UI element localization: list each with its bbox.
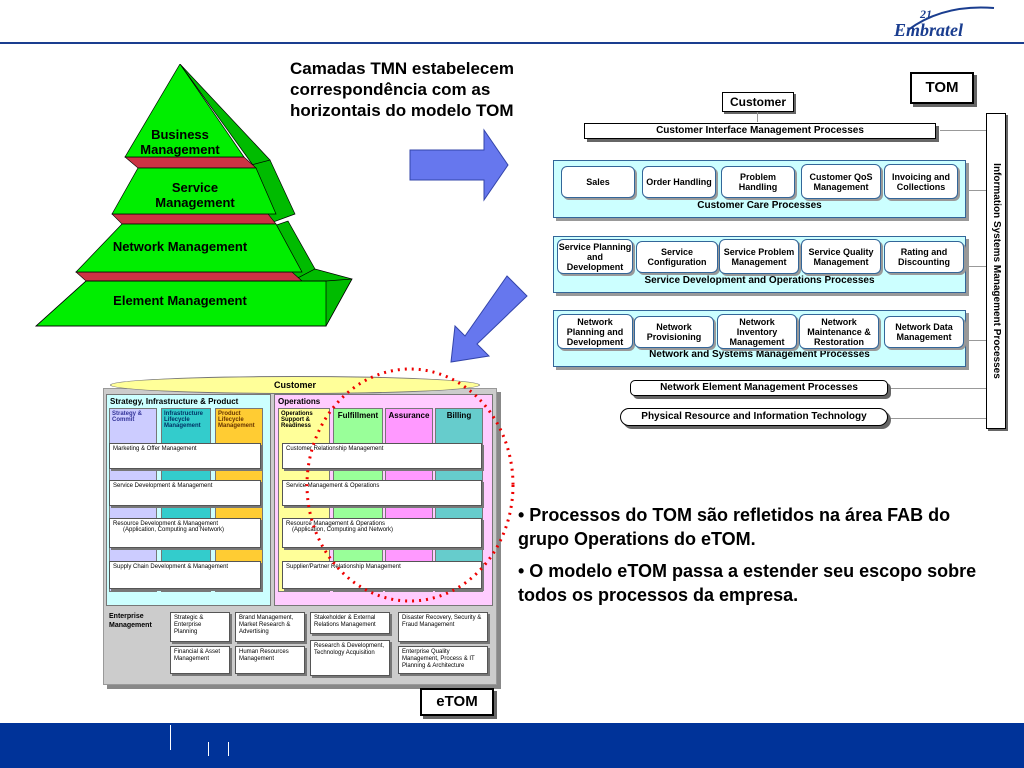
network-planning-box: Network Planning and Development (557, 314, 633, 349)
problem-handling-box: Problem Handling (721, 166, 795, 198)
footer-divider (228, 742, 229, 756)
service-configuration-box: Service Configuration (636, 241, 718, 273)
service-problem-box: Service Problem Management (719, 239, 799, 274)
svg-text:Embratel: Embratel (893, 20, 963, 40)
svg-text:21: 21 (919, 7, 932, 21)
enterprise-mgmt-title: Enterprise Management (109, 613, 152, 629)
tom-label: TOM (910, 72, 974, 104)
connector (940, 130, 986, 131)
right-arrow-icon (409, 128, 509, 202)
network-systems-label: Network and Systems Management Processes (649, 349, 870, 360)
footer-divider (170, 725, 171, 750)
network-element-bar: Network Element Management Processes (630, 380, 888, 396)
ism-bar: Information Systems Management Processes (986, 113, 1006, 429)
service-dev-ops-label: Service Development and Operations Proce… (644, 275, 875, 286)
sip-row-supply-chain: Supply Chain Development & Management (109, 561, 261, 589)
sip-row-marketing: Marketing & Offer Management (109, 443, 261, 469)
footer-divider (208, 742, 209, 756)
customer-qos-box: Customer QoS Management (801, 164, 881, 199)
header-rule (0, 42, 1024, 44)
network-provisioning-box: Network Provisioning (634, 316, 714, 348)
em-financial: Financial & Asset Management (170, 646, 230, 674)
ops-row-resource-mgmt-label: Resource Management & Operations (286, 521, 386, 527)
em-strategic-planning: Strategic & Enterprise Planning (170, 612, 230, 642)
sip-row-resource-dev-sub: (Application, Computing and Network) (123, 527, 225, 533)
connector (966, 266, 986, 267)
ops-row-crm: Customer Relationship Management (282, 443, 482, 469)
network-inventory-box: Network Inventory Management (717, 314, 797, 349)
network-data-box: Network Data Management (884, 316, 964, 348)
down-left-arrow-icon (450, 275, 528, 363)
ism-label: Information Systems Management Processes (991, 163, 1002, 379)
footer-bar (0, 723, 1024, 768)
pyramid-element-label: Element Management (113, 293, 247, 308)
network-maintenance-box: Network Maintenance & Restoration (799, 314, 879, 349)
ops-row-service-mgmt: Service Management & Operations (282, 480, 482, 506)
ops-row-resource-mgmt-sub: (Application, Computing and Network) (292, 527, 394, 533)
bullet-2: • O modelo eTOM passa a estender seu esc… (518, 561, 977, 605)
rating-box: Rating and Discounting (884, 241, 964, 273)
slide-title: Camadas TMN estabelecem correspondência … (290, 59, 514, 120)
em-human-resources: Human Resources Management (235, 646, 305, 674)
connector (888, 418, 986, 419)
em-research: Research & Development, Technology Acqui… (310, 640, 390, 676)
customer-interface-bar: Customer Interface Management Processes (584, 123, 936, 139)
etom-customer: Customer (110, 376, 480, 394)
customer-care-label: Customer Care Processes (697, 200, 822, 211)
embratel-logo: 21 Embratel (893, 6, 995, 40)
sip-title: Strategy, Infrastructure & Product (110, 397, 239, 406)
sip-row-resource-dev: Resource Development & Management (Appli… (109, 518, 261, 548)
em-enterprise-quality: Enterprise Quality Management, Process &… (398, 646, 488, 674)
tom-customer: Customer (722, 92, 794, 112)
etom-label: eTOM (420, 688, 494, 716)
connector (757, 112, 758, 122)
connector (890, 388, 986, 389)
operations-title: Operations (278, 397, 321, 406)
connector (966, 190, 986, 191)
invoicing-box: Invoicing and Collections (884, 164, 958, 199)
highlight-ellipse (305, 367, 515, 603)
sip-row-resource-dev-label: Resource Development & Management (113, 521, 219, 527)
service-quality-box: Service Quality Management (801, 239, 881, 274)
ops-row-supplier: Supplier/Partner Relationship Management (282, 561, 482, 589)
em-disaster-recovery: Disaster Recovery, Security & Fraud Mana… (398, 612, 488, 642)
sales-box: Sales (561, 166, 635, 198)
bullet-1: • Processos do TOM são refletidos na áre… (518, 505, 951, 549)
service-planning-box: Service Planning and Development (557, 239, 633, 274)
physical-resource-bar: Physical Resource and Information Techno… (620, 408, 888, 426)
sip-row-service-dev: Service Development & Management (109, 480, 261, 506)
order-handling-box: Order Handling (642, 166, 716, 198)
bullet-list: • Processos do TOM são refletidos na áre… (518, 503, 988, 615)
connector (966, 340, 986, 341)
em-brand-mgmt: Brand Management, Market Research & Adve… (235, 612, 305, 642)
em-stakeholder: Stakeholder & External Relations Managem… (310, 612, 390, 634)
pyramid-network-label: Network Management (113, 239, 248, 254)
